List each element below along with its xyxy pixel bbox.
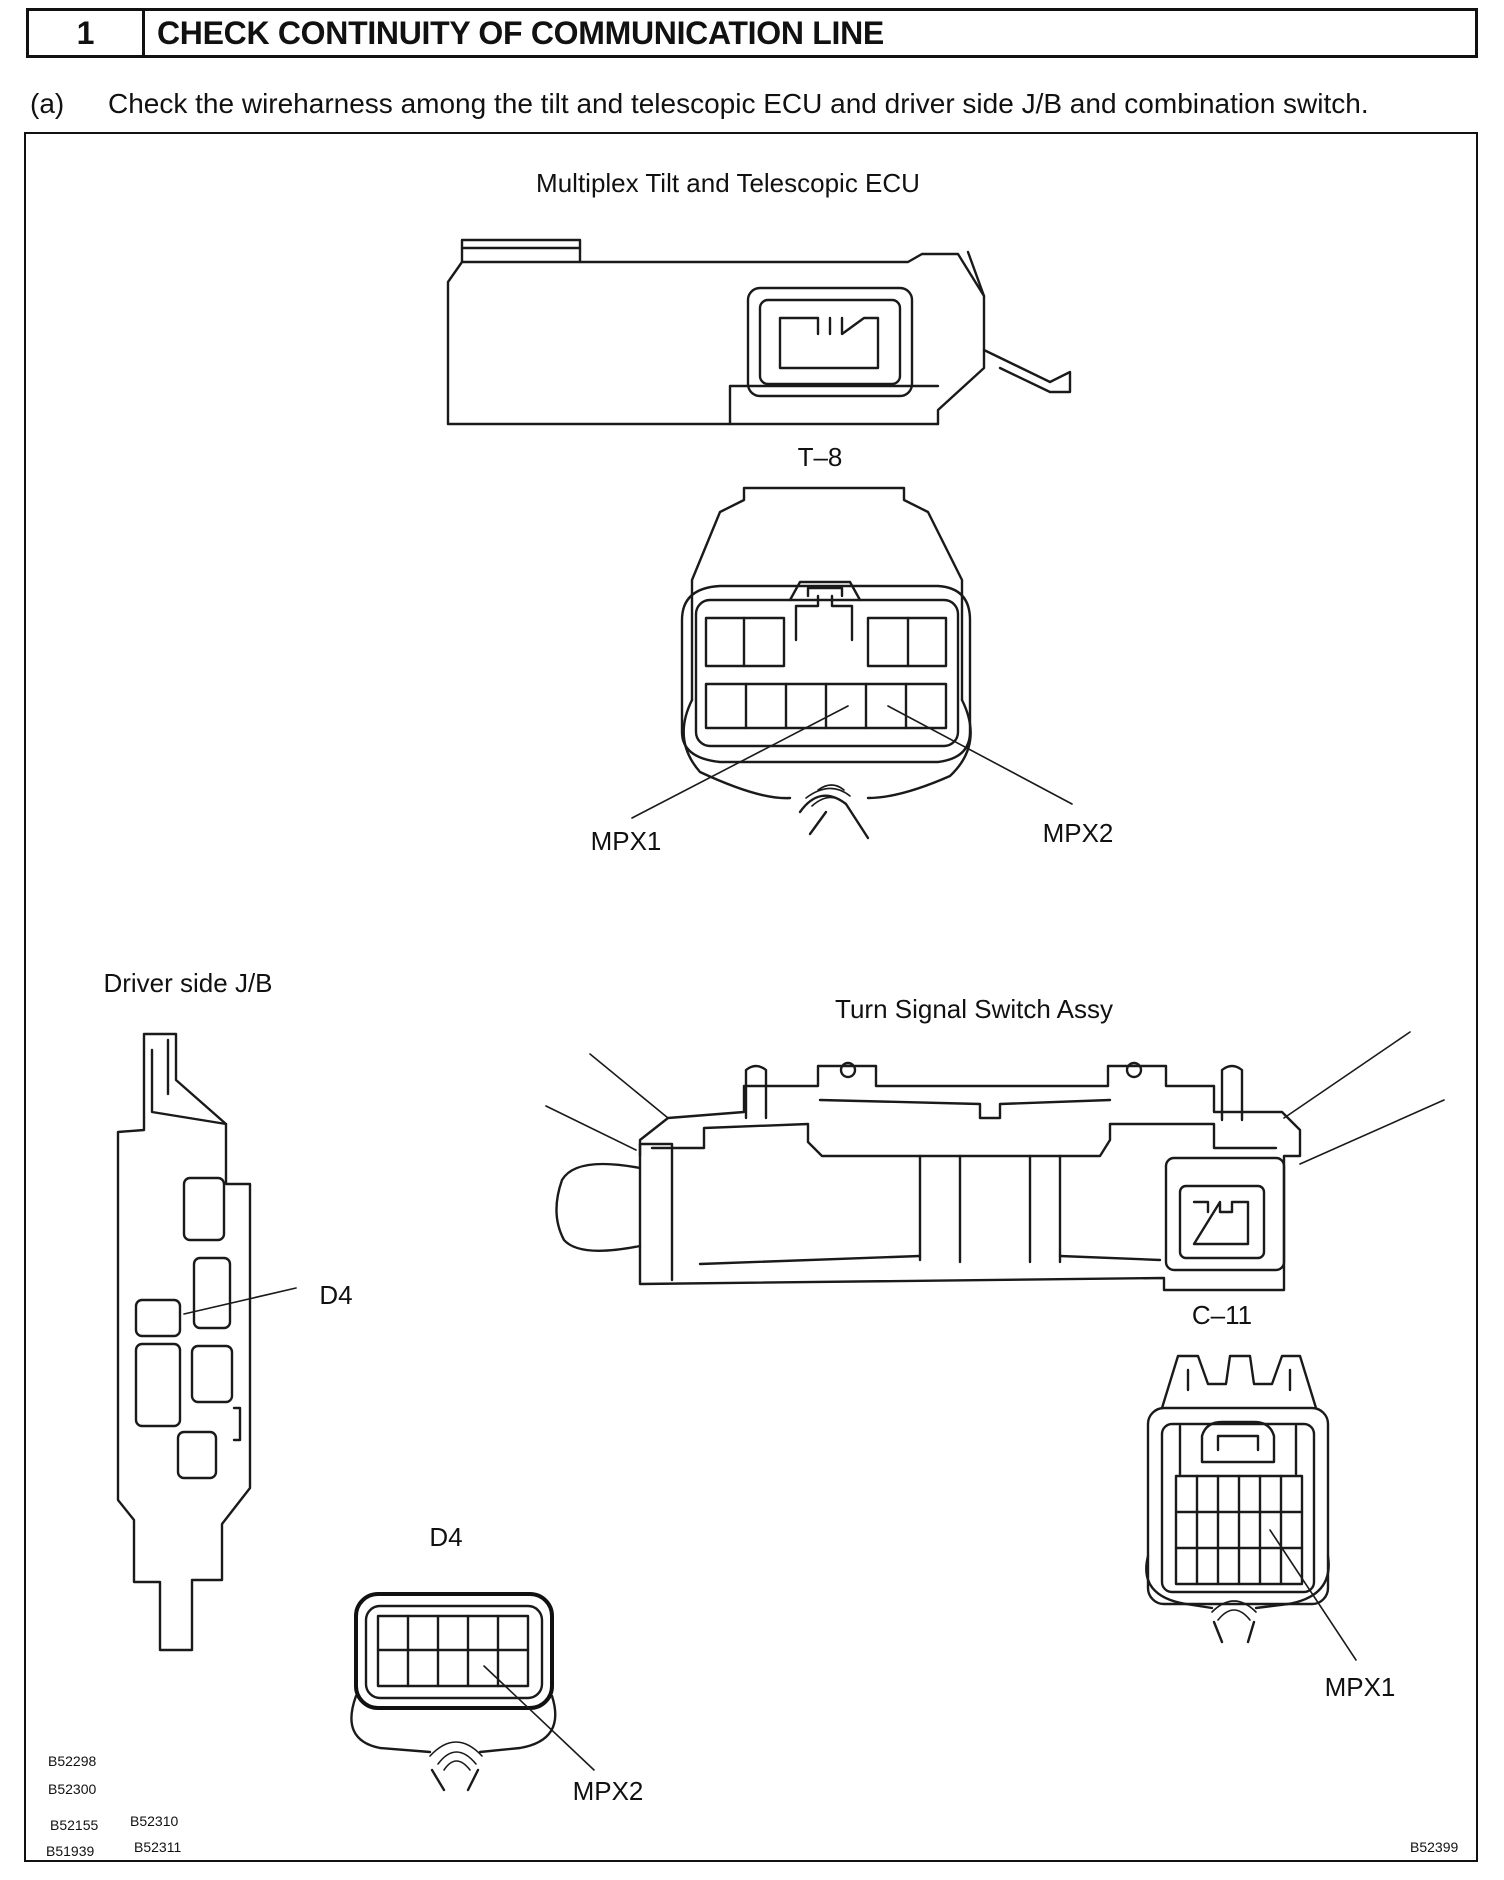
jb-illustration: Driver side J/B D4 [103,968,353,1652]
ref-code: B52298 [48,1753,96,1769]
ref-code: B52311 [134,1839,181,1855]
instruction-text: Check the wireharness among the tilt and… [108,88,1369,119]
ref-code: B51939 [46,1843,94,1859]
instruction-marker: (a) [30,88,65,119]
figure-frame [24,132,1478,1862]
step-title: CHECK CONTINUITY OF COMMUNICATION LINE [157,14,884,51]
t8-mpx1-label: MPX1 [591,826,662,856]
reference-codes: B52298 B52300 B52155 B52310 B51939 B5231… [46,1753,1458,1859]
step-header: 1 CHECK CONTINUITY OF COMMUNICATION LINE [26,8,1478,58]
c11-connector: MPX1 [1145,1354,1396,1702]
t8-mpx2-label: MPX2 [1043,818,1114,848]
ref-code: B52310 [130,1813,178,1829]
switch-title: Turn Signal Switch Assy [835,994,1113,1024]
ecu-title: Multiplex Tilt and Telescopic ECU [536,168,920,198]
switch-illustration: Turn Signal Switch Assy C–11 [545,994,1445,1330]
c11-mpx1-label: MPX1 [1325,1672,1396,1702]
d4-mpx2-label: MPX2 [573,1776,644,1806]
ref-code: B52300 [48,1781,96,1797]
d4-connector: D4 MPX2 [350,1522,644,1806]
step-number: 1 [29,11,145,55]
jb-d4-label: D4 [319,1280,352,1310]
ecu-illustration: Multiplex Tilt and Telescopic ECU [446,168,1072,426]
ref-code: B52155 [50,1817,98,1833]
d4-connector-label: D4 [429,1522,462,1552]
instruction-line: (a) Check the wireharness among the tilt … [30,88,1480,120]
c11-connector-label: C–11 [1192,1300,1252,1330]
t8-connector: T–8 MPX1 MPX2 [591,442,1114,856]
jb-title: Driver side J/B [103,968,272,998]
t8-connector-label: T–8 [798,442,843,472]
figure-code: B52399 [1410,1839,1458,1855]
